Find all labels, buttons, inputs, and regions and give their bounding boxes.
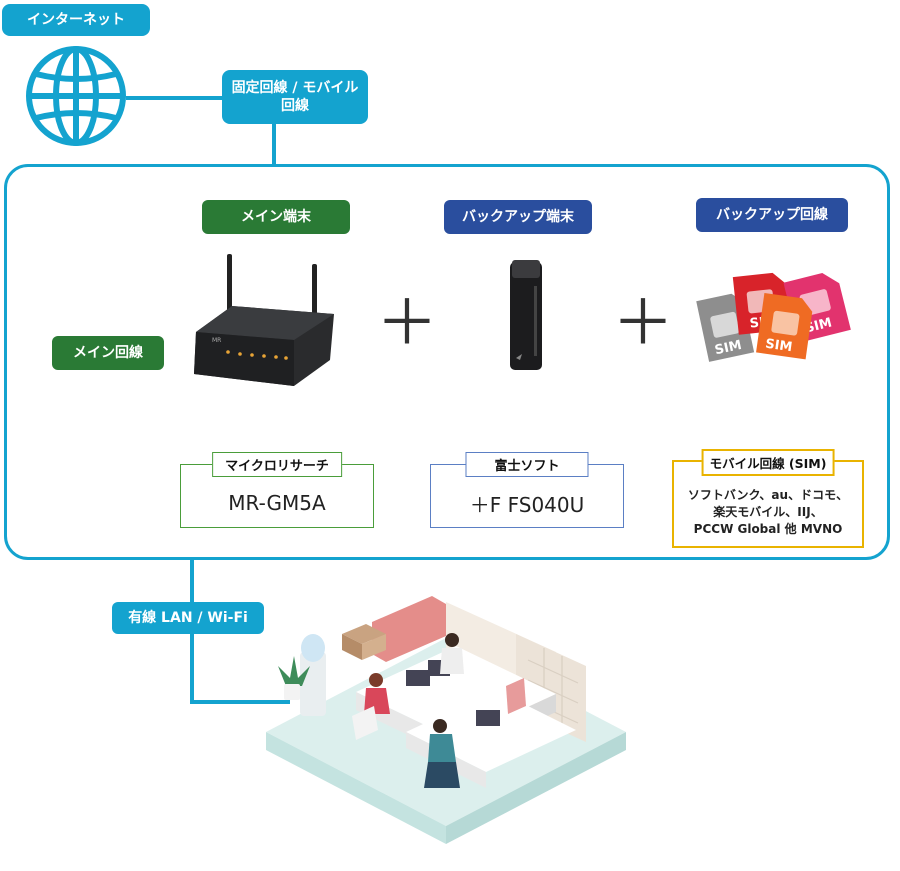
- router-image: MR: [190, 248, 340, 388]
- backup-device-header: バックアップ端末: [444, 200, 592, 234]
- globe-icon: [24, 44, 128, 148]
- internet-label: インターネット: [2, 4, 150, 36]
- main-device-model: MR-GM5A: [228, 491, 326, 515]
- lan-wifi-label: 有線 LAN / Wi-Fi: [112, 602, 264, 634]
- svg-text:MR: MR: [212, 337, 221, 344]
- line-globe-to-label: [126, 96, 224, 100]
- plus-sign-2: ＋: [612, 286, 675, 359]
- line-type-label: 固定回線 / モバイル回線: [222, 70, 368, 124]
- sim-label-3: SIM: [764, 337, 793, 356]
- backup-line-title: モバイル回線 (SIM): [701, 449, 835, 476]
- main-device-header: メイン端末: [202, 200, 350, 234]
- line-office-horizontal: [190, 700, 290, 704]
- carrier-line-1: ソフトバンク、au、ドコモ、: [687, 487, 849, 502]
- usb-dongle-image: [500, 256, 550, 374]
- main-line-label: メイン回線: [52, 336, 164, 370]
- backup-device-model: ＋F FS040U: [469, 492, 585, 517]
- plus-sign-1: ＋: [376, 286, 439, 359]
- sim-label-1: SIM: [713, 338, 743, 358]
- sim-cards-image: SIM SIM SIM SIM: [694, 266, 852, 362]
- backup-device-maker: 富士ソフト: [465, 452, 589, 477]
- device-container: [4, 164, 890, 560]
- backup-line-box: モバイル回線 (SIM) ソフトバンク、au、ドコモ、 楽天モバイル、IIJ、 …: [672, 449, 864, 548]
- sim-label-4: SIM: [804, 315, 834, 336]
- backup-device-box: 富士ソフト ＋F FS040U: [430, 452, 624, 528]
- office-illustration: [256, 582, 636, 848]
- backup-line-header: バックアップ回線: [696, 198, 848, 232]
- carrier-line-2: 楽天モバイル、IIJ、: [713, 504, 823, 519]
- main-device-maker: マイクロリサーチ: [212, 452, 342, 477]
- carrier-line-3: PCCW Global 他 MVNO: [693, 521, 843, 536]
- line-label-to-box: [272, 122, 276, 166]
- main-device-box: マイクロリサーチ MR-GM5A: [180, 452, 374, 528]
